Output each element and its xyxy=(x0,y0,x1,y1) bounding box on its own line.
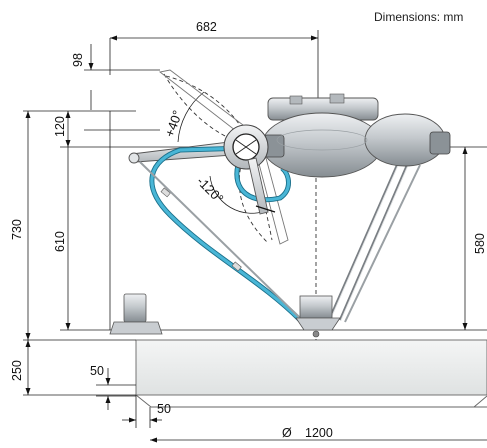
dim-ledge-width-label: 50 xyxy=(157,402,171,416)
robot-body xyxy=(262,94,450,177)
dim-work-diameter-label: 1200 xyxy=(305,426,333,440)
dim-arm-offset-label: 120 xyxy=(53,116,67,137)
dim-50-horizontal: 50 xyxy=(122,395,171,428)
dim-610: 610 xyxy=(53,147,71,330)
motor-joint xyxy=(224,125,268,169)
dim-50-vertical: 50 xyxy=(90,364,136,410)
dim-work-height-label: 580 xyxy=(473,233,487,254)
dim-total-height-label: 730 xyxy=(10,219,24,240)
floor-block xyxy=(136,340,487,407)
dim-base-height-label: 250 xyxy=(10,360,24,381)
dim-682: 682 xyxy=(110,20,318,100)
dim-120: 120 xyxy=(53,111,71,147)
dim-mount-height-label: 610 xyxy=(53,231,67,252)
dim-250: 250 xyxy=(10,340,31,395)
dim-98: 98 xyxy=(71,44,94,110)
dim-ledge-height-label: 50 xyxy=(90,364,104,378)
angle-down-label: -120° xyxy=(194,174,227,207)
parallel-rods xyxy=(140,162,420,322)
dim-top-width-label: 682 xyxy=(196,20,217,34)
end-effector xyxy=(296,296,340,337)
dim-580: 580 xyxy=(463,147,487,330)
arm-lower xyxy=(248,158,275,214)
floor-fixture xyxy=(110,294,162,334)
dim-diameter-symbol: Ø xyxy=(282,426,292,440)
dim-730: 730 xyxy=(10,111,31,340)
dim-1200: Ø 1200 xyxy=(150,426,487,443)
dim-stroke-above-label: 98 xyxy=(71,53,85,67)
units-label: Dimensions: mm xyxy=(374,10,463,24)
